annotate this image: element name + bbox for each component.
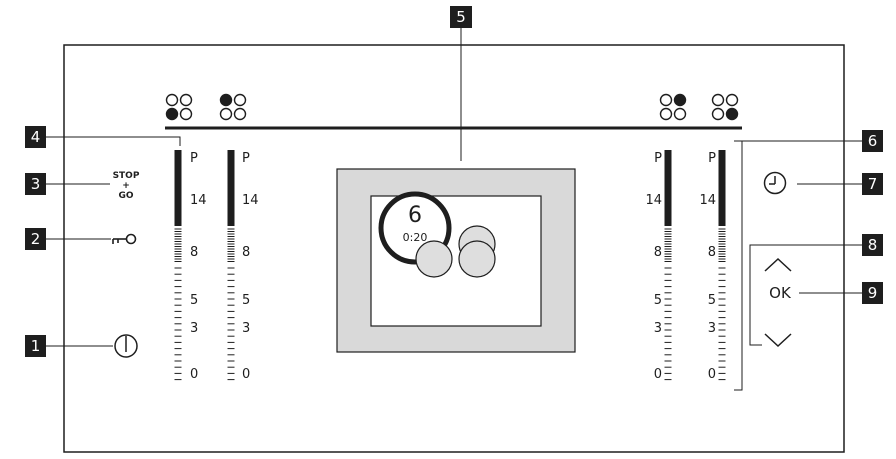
slider-2-label-p: P	[242, 151, 250, 166]
power-slider-2[interactable]	[227, 150, 235, 381]
slider-3-label-14: 14	[645, 193, 662, 208]
callouts: 1 2 3 4 5 6 7 8 9	[25, 6, 883, 357]
clock-icon[interactable]	[763, 171, 787, 195]
slider-2-label-14: 14	[242, 193, 259, 208]
slider-ticks	[174, 150, 726, 381]
zone-front-left	[415, 240, 453, 278]
slider-1-label-14: 14	[190, 193, 207, 208]
chevron-up-icon[interactable]	[764, 257, 792, 272]
power-slider-4[interactable]	[718, 150, 726, 381]
svg-text:4: 4	[31, 128, 41, 146]
svg-text:5: 5	[456, 8, 466, 26]
ok-button[interactable]: OK	[769, 284, 792, 302]
timer-value: 0:20	[403, 231, 428, 244]
svg-text:8: 8	[868, 236, 878, 254]
slider-2-label-3: 3	[242, 321, 250, 336]
stop-label: STOP	[113, 171, 140, 181]
callout-7: 7	[862, 173, 883, 195]
slider-1-label-3: 3	[190, 321, 198, 336]
power-slider-3[interactable]	[664, 150, 672, 381]
slider-3-label-8: 8	[654, 245, 662, 260]
slider-1-label-0: 0	[190, 367, 198, 382]
slider-bracket	[734, 140, 743, 391]
slider-3-label-p: P	[654, 151, 662, 166]
zone-icon-rear-left[interactable]	[219, 93, 247, 121]
power-icon[interactable]	[114, 334, 138, 358]
slider-1-label-p: P	[190, 151, 198, 166]
leader-lines	[46, 28, 862, 347]
zone-icon-front-left[interactable]	[165, 93, 193, 121]
slider-labels-right: P 14 8 5 3 0 P 14 8 5 3 0	[645, 151, 716, 382]
stop-go-button[interactable]: STOP + GO	[113, 171, 140, 201]
slider-labels-left: P 14 8 5 3 0 P 14 8 5 3 0	[190, 151, 259, 382]
slider-3-label-0: 0	[654, 367, 662, 382]
slider-1-label-5: 5	[190, 293, 198, 308]
key-lock-icon[interactable]	[112, 233, 137, 245]
go-label: GO	[118, 191, 133, 201]
zone-icon-front-right[interactable]	[711, 93, 739, 121]
slider-4-label-p: P	[708, 151, 716, 166]
power-level-value: 6	[408, 203, 422, 228]
slider-3-label-3: 3	[654, 321, 662, 336]
zone-icon-rear-right[interactable]	[659, 93, 687, 121]
zone-front-right	[458, 240, 496, 278]
svg-text:7: 7	[868, 175, 878, 193]
slider-3-label-5: 5	[654, 293, 662, 308]
plus-label: +	[122, 181, 130, 191]
svg-text:6: 6	[868, 132, 878, 150]
svg-text:3: 3	[31, 175, 41, 193]
slider-4-label-3: 3	[708, 321, 716, 336]
svg-text:1: 1	[31, 337, 41, 355]
power-slider-1[interactable]	[174, 150, 182, 381]
svg-text:9: 9	[868, 284, 878, 302]
slider-1-label-8: 8	[190, 245, 198, 260]
panel-outline	[63, 44, 845, 453]
power-slider-1-bar	[174, 150, 182, 226]
slider-4-label-0: 0	[708, 367, 716, 382]
svg-text:2: 2	[31, 230, 41, 248]
callout-1: 1	[25, 335, 46, 357]
slider-2-label-8: 8	[242, 245, 250, 260]
chevron-down-icon[interactable]	[764, 333, 792, 348]
callout-4: 4	[25, 126, 46, 148]
display-screen: 6 0:20	[336, 168, 576, 353]
slider-2-label-0: 0	[242, 367, 250, 382]
slider-2-label-5: 5	[242, 293, 250, 308]
callout-2: 2	[25, 228, 46, 250]
power-slider-3-bar	[664, 150, 672, 226]
power-slider-4-bar	[718, 150, 726, 226]
callout-3: 3	[25, 173, 46, 195]
callout-9: 9	[862, 282, 883, 304]
slider-4-label-5: 5	[708, 293, 716, 308]
slider-4-label-8: 8	[708, 245, 716, 260]
power-slider-2-bar	[227, 150, 235, 226]
callout-8: 8	[862, 234, 883, 256]
nav-bracket	[749, 244, 762, 346]
callout-5: 5	[450, 6, 472, 28]
callout-6: 6	[862, 130, 883, 152]
slider-4-label-14: 14	[699, 193, 716, 208]
